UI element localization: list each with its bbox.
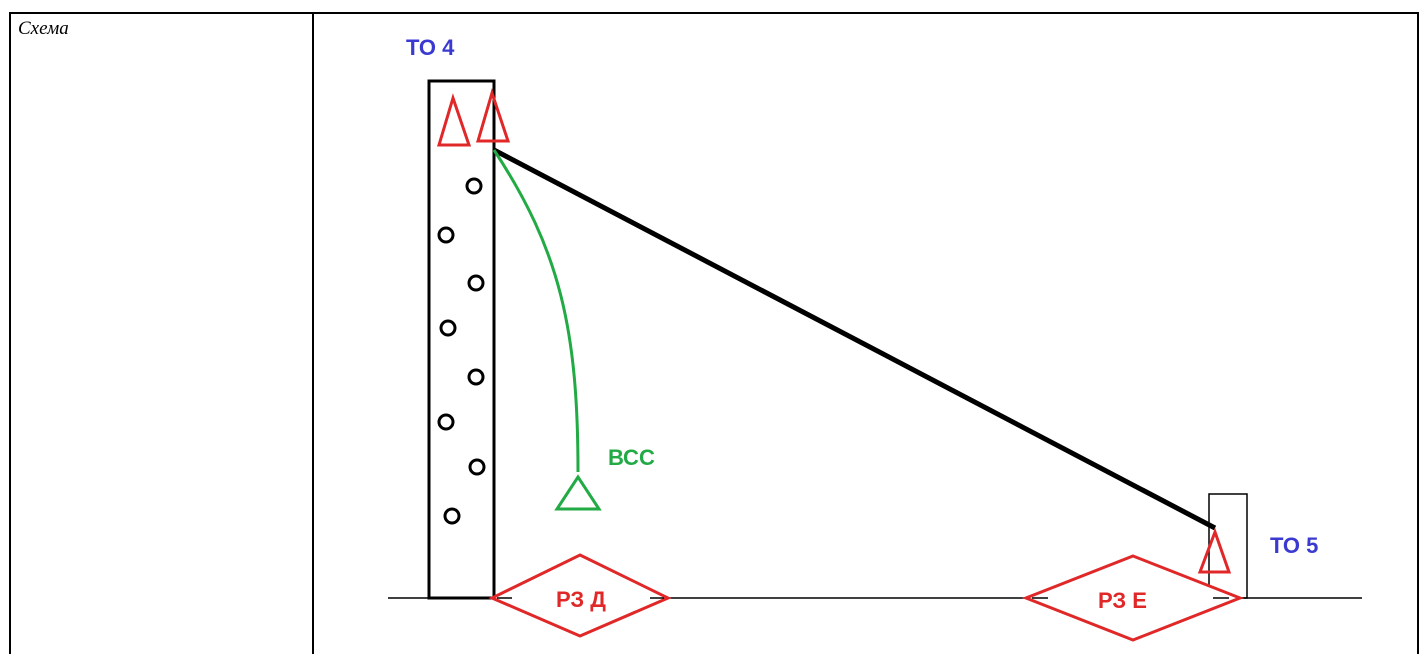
hold [467, 274, 485, 292]
holds [437, 177, 486, 525]
zone-rz-e [1021, 554, 1245, 642]
anchor-triangle-red [1197, 527, 1232, 574]
label-vss: ВСС [608, 445, 655, 470]
hold [467, 368, 485, 386]
wall-to5 [1208, 493, 1248, 599]
anchor-triangle-green [554, 474, 602, 511]
anchor-triangle-red [476, 87, 511, 143]
hold [437, 226, 455, 244]
hold [468, 458, 486, 476]
hold [465, 177, 483, 195]
wall-to4 [427, 79, 496, 600]
main-rope [492, 147, 1217, 531]
hold [439, 319, 457, 337]
label-to5: ТО 5 [1270, 533, 1318, 558]
vss-rope [492, 149, 580, 473]
label-rz-e: РЗ Е [1098, 588, 1147, 613]
column-divider [312, 12, 314, 654]
hold [437, 413, 455, 431]
scheme-label: Схема [18, 18, 69, 39]
anchor-triangle-red [436, 93, 472, 147]
hold [443, 507, 461, 525]
zone-rz-d [488, 553, 672, 638]
label-rz-d: РЗ Д [556, 587, 606, 612]
table-frame [9, 12, 1419, 654]
label-to4: ТО 4 [406, 35, 455, 60]
